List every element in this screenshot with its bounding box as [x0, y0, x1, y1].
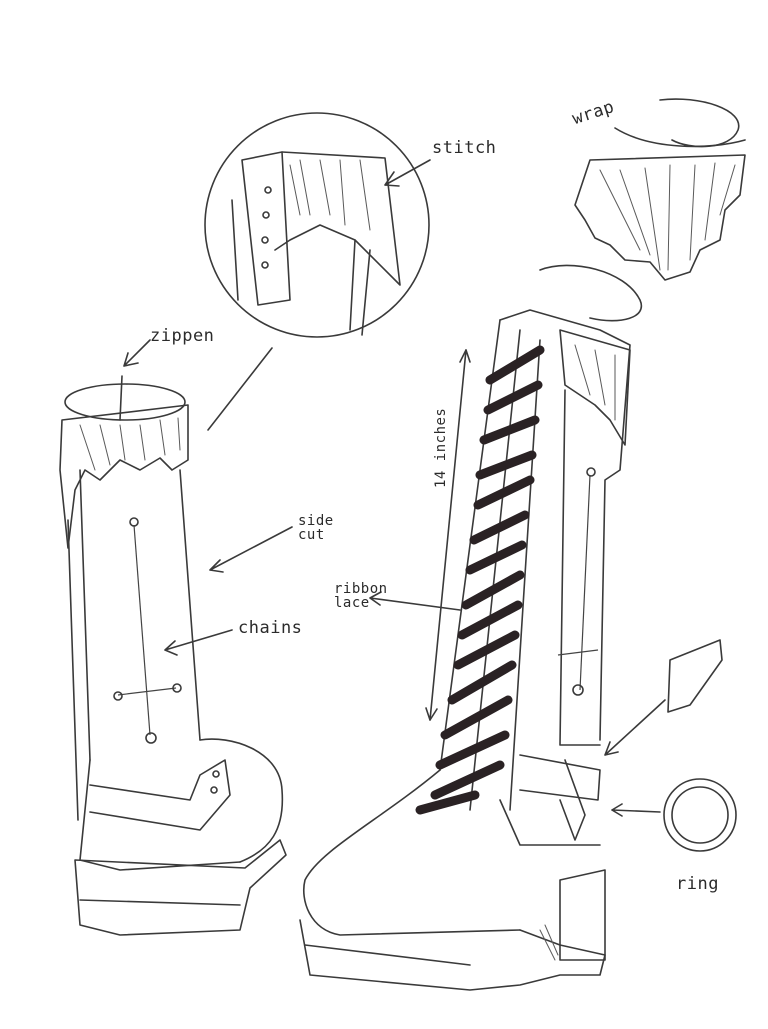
- left-boot: [59, 375, 287, 936]
- ring-sketch: [663, 778, 737, 852]
- zippen-label: zippen: [150, 326, 215, 346]
- chains-arrow: [164, 629, 233, 656]
- side-cut-label: side cut: [298, 513, 334, 543]
- buckle-hook-sketch: [667, 639, 723, 713]
- stitch-label: stitch: [432, 138, 497, 158]
- height-measure-line: [429, 349, 467, 721]
- stitch-arrow: [384, 159, 431, 187]
- right-boot: [299, 309, 631, 991]
- ribbon-lace-label: ribbon lace: [334, 581, 388, 611]
- ribbon-lace-arrow: [369, 591, 461, 611]
- side-cut-arrow: [209, 526, 293, 573]
- detail-leader-line: [207, 347, 273, 431]
- ring-arrow: [611, 803, 661, 817]
- height-label: 14 inches: [433, 407, 449, 488]
- wrap-piece: [539, 98, 746, 322]
- hook-arrow: [604, 699, 666, 756]
- stitch-detail-inset: [204, 112, 430, 338]
- ring-label: ring: [676, 874, 719, 894]
- lace-group: [415, 345, 545, 815]
- zippen-arrow: [123, 339, 151, 367]
- chains-label: chains: [238, 618, 303, 638]
